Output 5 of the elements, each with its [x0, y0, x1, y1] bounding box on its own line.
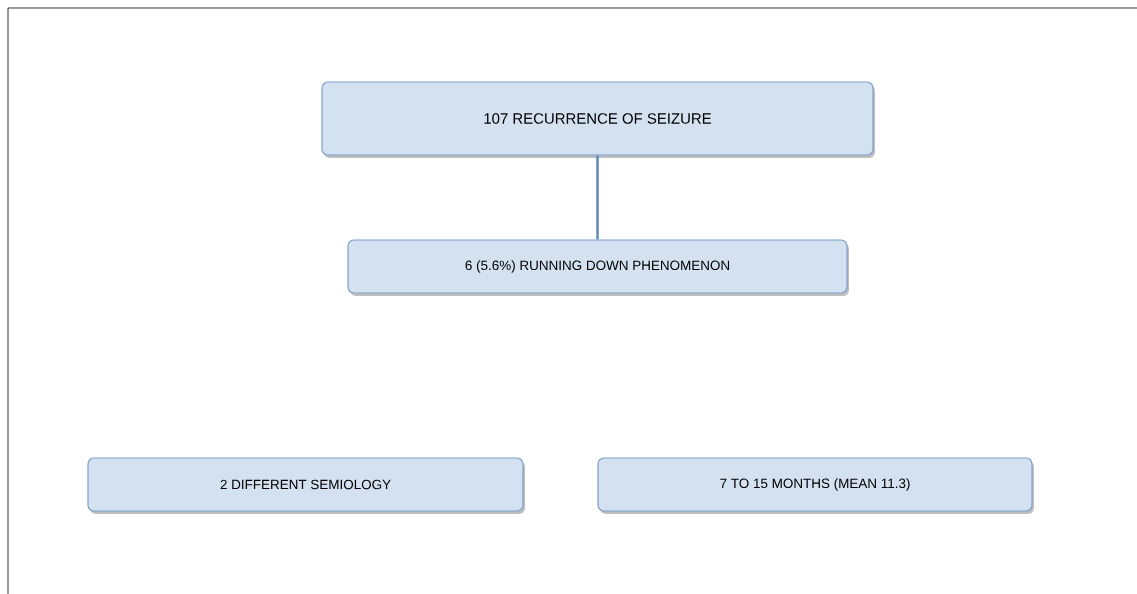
process-box: 6 (5.6%) RUNNING DOWN PHENOMENON: [347, 239, 849, 296]
process-box: 2 DIFFERENT SEMIOLOGY: [87, 457, 525, 514]
process-box: 107 RECURRENCE OF SEIZURE: [321, 81, 875, 158]
process-box: 7 TO 15 MONTHS (MEAN 11.3): [597, 457, 1034, 514]
connector-line: [596, 155, 599, 240]
